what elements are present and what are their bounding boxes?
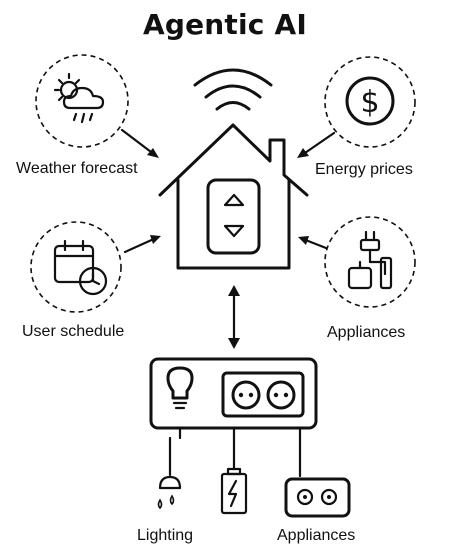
weather-label: Weather forecast bbox=[16, 160, 138, 177]
control-panel bbox=[149, 357, 318, 440]
double-outlet-icon bbox=[221, 371, 305, 418]
socket-appliance-icon bbox=[284, 477, 351, 518]
battery-node bbox=[220, 436, 248, 515]
svg-text:$: $ bbox=[360, 85, 379, 120]
appliances-top-label: Appliances bbox=[327, 324, 406, 341]
smart-home-hub bbox=[158, 123, 309, 270]
appliances-top-dashed-circle bbox=[324, 216, 416, 308]
appliances-bottom-node bbox=[284, 426, 351, 518]
wifi-icon bbox=[193, 68, 273, 111]
energy-label: Energy prices bbox=[315, 161, 413, 178]
schedule-node bbox=[30, 221, 122, 313]
appliances-bottom-label: Appliances bbox=[277, 527, 356, 544]
arrow-energy-to-hub bbox=[300, 131, 336, 157]
arrow-schedule-to-hub bbox=[123, 236, 158, 254]
up-down-control-icon bbox=[206, 178, 261, 255]
plug-icon bbox=[347, 230, 393, 290]
schedule-label: User schedule bbox=[22, 323, 125, 340]
house-walls bbox=[176, 178, 291, 270]
connector-arrows bbox=[120, 128, 336, 349]
cloud-sun-rain-icon bbox=[53, 72, 105, 124]
diagram-title: Agentic AI bbox=[142, 8, 308, 41]
battery-charge-icon bbox=[220, 467, 248, 515]
house-roof bbox=[158, 123, 309, 197]
energy-dashed-circle bbox=[324, 56, 416, 148]
weather-dashed-circle bbox=[35, 54, 129, 148]
drop-lamp-icon bbox=[157, 475, 182, 510]
calendar-clock-icon bbox=[53, 239, 108, 296]
light-bulb-icon bbox=[166, 366, 194, 410]
weather-node bbox=[35, 54, 129, 148]
lighting-node bbox=[157, 436, 182, 510]
energy-node: $ bbox=[324, 56, 416, 148]
arrow-weather-to-hub bbox=[120, 128, 157, 157]
appliances-top-node bbox=[324, 216, 416, 308]
dollar-icon: $ bbox=[345, 76, 395, 126]
lighting-label: Lighting bbox=[137, 527, 194, 544]
schedule-dashed-circle bbox=[30, 221, 122, 313]
